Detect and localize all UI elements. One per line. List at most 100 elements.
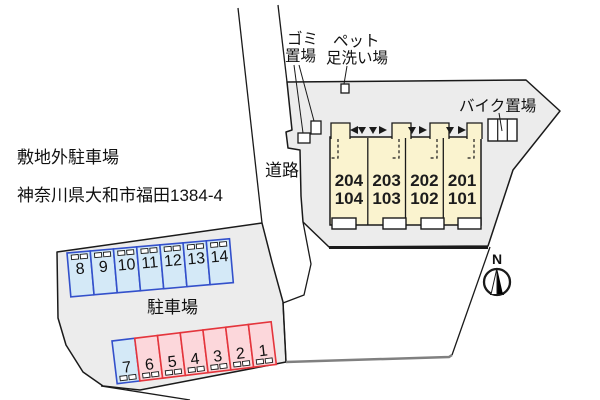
wheel-stop: [140, 247, 149, 255]
unit-number-upper: 202: [410, 171, 438, 190]
address-label: 神奈川県大和市福田1384-4: [17, 186, 223, 205]
site-type-label: 敷地外駐車場: [17, 148, 119, 167]
stall-shapes: [66, 237, 235, 298]
stall-number: 12: [163, 252, 182, 270]
pet-wash-leader: [343, 65, 348, 85]
pet-wash-marker: [340, 83, 350, 94]
wheel-stop: [126, 249, 135, 256]
wheel-stop: [195, 243, 205, 250]
garbage-leader: [298, 64, 315, 122]
wheel-stop: [173, 368, 183, 375]
north-compass: N: [482, 251, 512, 297]
stall-number: 1: [258, 342, 269, 360]
stall-number: 11: [141, 254, 159, 272]
arrow-right-icon: [379, 126, 387, 134]
unit-number-lower: 103: [372, 189, 400, 208]
porch: [331, 217, 357, 230]
wheel-stop: [117, 249, 126, 257]
stall-numbers: 8 9 10 11 12 13 14: [75, 248, 229, 278]
wheel-stop: [163, 245, 172, 252]
pet-wash-label: ペット 足洗い場: [326, 33, 388, 67]
stall-numbers: 7 6 5 4 3 2 1: [121, 342, 268, 376]
unit-number-upper: 204: [335, 171, 364, 190]
porch: [382, 217, 407, 230]
southeast-boundary-line: [451, 246, 491, 356]
roof-tab: [466, 122, 483, 139]
wheel-stop: [119, 374, 128, 382]
unit-numbers: 204 104 203 103 202 102 201 101: [335, 171, 477, 208]
unit-number-lower: 104: [335, 189, 364, 208]
garbage-leader: [293, 64, 304, 134]
stall-number: 5: [167, 353, 178, 371]
stall-number: 7: [121, 359, 132, 377]
dashed-stair-marks: [331, 139, 475, 159]
pet-wash-label-line1: ペット: [333, 33, 380, 50]
wheel-stop: [149, 247, 158, 254]
bike-area-label: バイク置場: [459, 97, 536, 115]
wheel-stop: [102, 251, 112, 258]
garbage-area-label: ゴミ 置場: [285, 29, 318, 65]
road-left-line: [237, 7, 263, 224]
wheel-stop: [186, 243, 196, 250]
parcel-divider-line: [282, 302, 287, 363]
wheel-stop: [150, 371, 160, 378]
road-right-line: [277, 4, 288, 83]
roof-tab: [391, 122, 412, 139]
wheel-stop: [219, 362, 228, 370]
arrow-down-icon: [408, 127, 416, 134]
garbage-label-line1: ゴミ: [287, 29, 318, 48]
wheel-stop: [210, 363, 219, 371]
wheel-stop: [79, 253, 89, 260]
stall-number: 3: [212, 348, 223, 366]
stall-number: 14: [210, 248, 229, 266]
wheel-stop: [209, 241, 219, 248]
apartment-building: 204 104 203 103 202 102 201 101: [329, 122, 483, 230]
wheel-stop: [172, 245, 181, 252]
bike-shelter: [487, 118, 518, 142]
stall-number: 10: [117, 256, 136, 274]
wheel-stop: [232, 361, 242, 368]
bike-leader: [498, 112, 503, 132]
wheel-stop: [218, 241, 228, 248]
arrow-down-icon: [369, 127, 377, 134]
wheel-stops: [70, 241, 228, 261]
parking-stall-1: [247, 320, 278, 369]
arrow-down-icon: [358, 127, 366, 134]
stall-number: 4: [190, 351, 201, 369]
arrow-right-icon: [458, 126, 466, 134]
wheel-stop: [164, 369, 174, 376]
roof-tab: [330, 122, 351, 139]
roof-tab: [429, 122, 450, 139]
wheel-stop: [187, 366, 196, 374]
wheel-stop: [255, 358, 265, 365]
road-south-jog-line: [282, 221, 312, 304]
unit-number-upper: 201: [448, 171, 476, 190]
road-label: 道路: [265, 161, 299, 180]
stair-mark: [392, 139, 400, 159]
wheel-stop: [70, 254, 80, 261]
bike-shelter-box: [487, 118, 518, 142]
pet-wash-label-line2: 足洗い場: [326, 49, 388, 67]
unit-divider-lines: [367, 138, 444, 225]
stair-mark: [331, 139, 339, 159]
parking-back-row: 8 9 10 11 12 13 14: [66, 237, 235, 298]
unit-number-lower: 101: [448, 189, 476, 208]
garbage-label-line2: 置場: [285, 47, 316, 65]
stall-number: 13: [187, 250, 206, 268]
southwest-boundary-line: [100, 385, 191, 400]
garbage-marker: [297, 132, 311, 144]
stall-number: 2: [235, 345, 246, 363]
stair-mark: [430, 139, 438, 159]
north-label: N: [492, 251, 502, 267]
wheel-stop: [128, 373, 137, 381]
road-lines: [100, 4, 491, 400]
parking-lot-label: 駐車場: [147, 298, 198, 317]
stall-number: 8: [75, 261, 85, 279]
unit-number-lower: 102: [410, 189, 438, 208]
stair-mark: [467, 139, 475, 159]
compass-needle-dark: [497, 268, 503, 295]
wheel-stop: [241, 360, 251, 367]
porch: [420, 217, 445, 230]
south-property-line: [285, 353, 453, 364]
